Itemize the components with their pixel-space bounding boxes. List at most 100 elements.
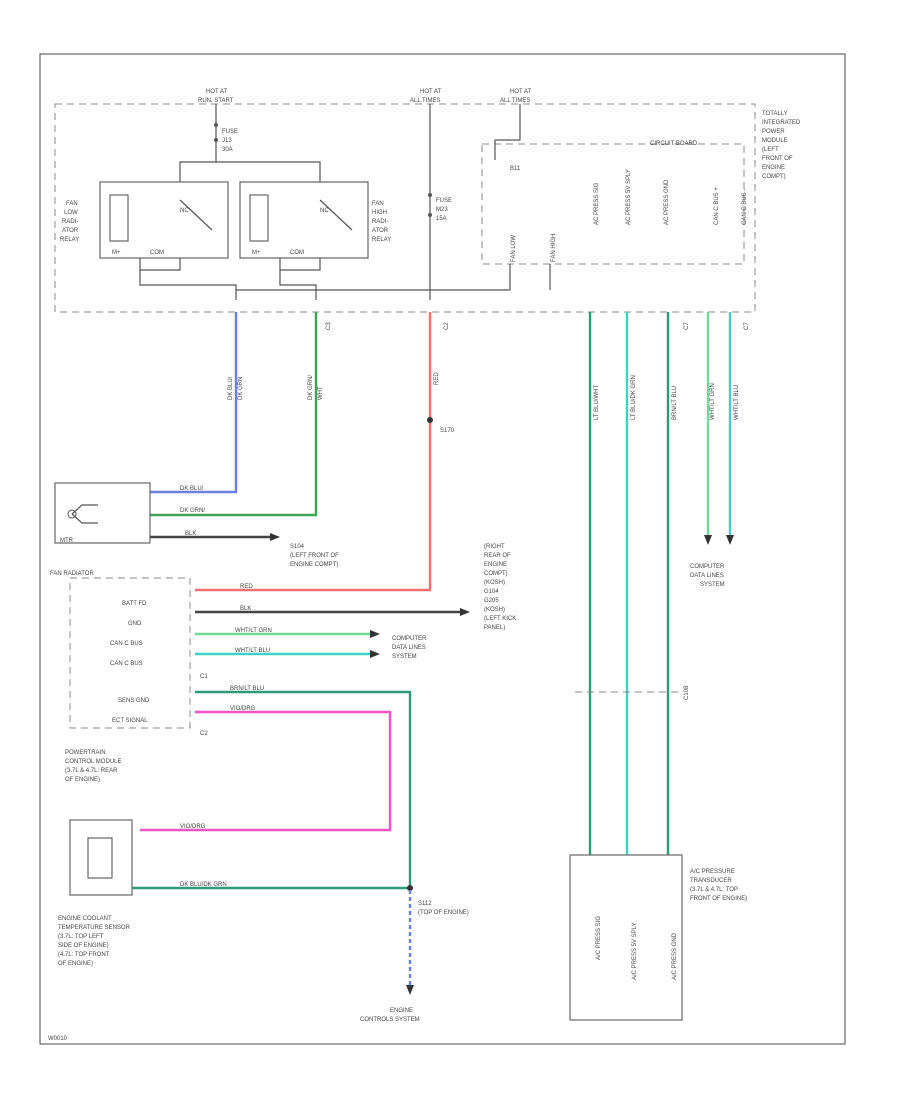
svg-text:ATOR: ATOR	[372, 228, 389, 234]
wire-ect-signal	[140, 710, 392, 832]
svg-text:(RIGHT: (RIGHT	[484, 544, 505, 550]
relay-low-label: FAN LOW RADI- ATOR RELAY	[60, 201, 79, 243]
arrow-ground-icon	[270, 533, 280, 541]
svg-text:FAN: FAN	[66, 201, 78, 207]
relay-high-coil	[249, 194, 269, 242]
arrow-gnd-icon	[460, 608, 470, 616]
svg-text:FAN HIGH: FAN HIGH	[551, 234, 557, 262]
pcm-pin-can2: CAN C BUS	[110, 661, 143, 667]
svg-text:TRANSDUCER: TRANSDUCER	[690, 878, 732, 884]
svg-text:HIGH: HIGH	[372, 210, 387, 216]
tipm-box	[54, 103, 756, 313]
svg-text:LT BLU/DK GRN: LT BLU/DK GRN	[631, 375, 637, 420]
svg-text:OF ENGINE): OF ENGINE)	[65, 777, 100, 783]
svg-text:RUN, START: RUN, START	[198, 98, 234, 104]
svg-text:ATOR: ATOR	[62, 228, 79, 234]
svg-text:DATA LINES: DATA LINES	[392, 645, 426, 651]
svg-text:RADI-: RADI-	[62, 219, 78, 225]
svg-text:DK BLU/: DK BLU/	[180, 486, 204, 492]
svg-text:RADI-: RADI-	[372, 219, 388, 225]
svg-text:CONTROL MODULE: CONTROL MODULE	[65, 759, 121, 765]
fuse-j13: FUSE J13 30A	[222, 129, 238, 153]
pcm-pin-gnd: GND	[128, 621, 142, 627]
svg-text:BRN/LT BLU: BRN/LT BLU	[672, 386, 678, 420]
svg-text:SIDE OF ENGINE): SIDE OF ENGINE)	[58, 943, 109, 949]
connector-c2: C2	[444, 322, 450, 330]
ac-transducer-label: A/C PRESSURE TRANSDUCER (3.7L & 4.7L: TO…	[690, 869, 747, 902]
svg-text:AC PRESS SIG: AC PRESS SIG	[594, 182, 600, 225]
svg-text:ENGINE COMPT): ENGINE COMPT)	[290, 562, 338, 568]
svg-text:(LEFT: (LEFT	[762, 147, 779, 153]
svg-text:CONTROLS SYSTEM: CONTROLS SYSTEM	[360, 1017, 420, 1023]
connector-c108: C108	[684, 685, 690, 700]
svg-text:RED: RED	[240, 584, 253, 590]
ect-sensor-label: ENGINE COOLANT TEMPERATURE SENSOR (3.7L:…	[58, 916, 131, 967]
relay-high-switch	[319, 199, 353, 231]
svg-text:ENGINE: ENGINE	[390, 1008, 413, 1014]
svg-text:AC PRESS 5V SPLY: AC PRESS 5V SPLY	[626, 169, 632, 225]
svg-text:OF ENGINE): OF ENGINE)	[58, 961, 93, 967]
svg-text:(3.7L: TOP LEFT: (3.7L: TOP LEFT	[58, 934, 104, 940]
svg-text:S170: S170	[440, 428, 455, 434]
svg-text:VIO/DRG: VIO/DRG	[230, 706, 256, 712]
circuit-board-label: CIRCUIT BOARD	[650, 141, 698, 147]
fan-motor-label: MTR	[60, 538, 74, 544]
ac-col-gnd: A/C PRESS GND	[672, 932, 678, 980]
relay-high-label: FAN HIGH RADI- ATOR RELAY	[372, 201, 391, 243]
svg-text:30A: 30A	[222, 147, 233, 153]
svg-text:C1: C1	[200, 674, 208, 680]
wire-red	[195, 312, 432, 592]
svg-text:BATT FD: BATT FD	[122, 601, 147, 607]
feed-all-times-2	[494, 104, 521, 160]
svg-text:FRONT OF ENGINE): FRONT OF ENGINE)	[690, 896, 747, 902]
arrow-can-plus-icon	[704, 535, 712, 545]
svg-text:(3.7L & 4.7L: REAR: (3.7L & 4.7L: REAR	[65, 768, 118, 774]
tipm-col-ac-gnd: AC PRESS GND	[664, 179, 670, 225]
svg-text:FRONT OF: FRONT OF	[762, 156, 793, 162]
ac-transducer-box	[569, 854, 683, 1021]
arrow-can1-icon	[370, 630, 380, 638]
diagram-frame	[39, 53, 846, 1045]
tipm-col-can-plus: CAN C BUS +	[714, 187, 720, 225]
hot-label-all-times-1: HOT AT ALL TIMES	[410, 89, 441, 104]
svg-text:HOT AT: HOT AT	[510, 89, 531, 95]
connector-c3: C3	[326, 322, 332, 330]
relay-low-nc: NC	[180, 208, 189, 214]
computer-data-lines-1: COMPUTER DATA LINES SYSTEM	[392, 636, 427, 660]
svg-text:HOT AT: HOT AT	[206, 89, 227, 95]
splice-s112	[407, 885, 413, 891]
tipm-col-ac-5v: AC PRESS 5V SPLY	[626, 169, 632, 225]
fan-motor-icon	[67, 509, 77, 519]
svg-text:(LEFT FRONT OF: (LEFT FRONT OF	[290, 553, 339, 559]
svg-text:ENGINE COOLANT: ENGINE COOLANT	[58, 916, 112, 922]
fuse-m23: FUSE M23 15A	[436, 198, 452, 222]
svg-text:G205: G205	[484, 598, 499, 604]
relay-low-switch	[179, 199, 213, 231]
svg-text:ALL TIMES: ALL TIMES	[410, 98, 440, 104]
svg-text:HOT AT: HOT AT	[420, 89, 441, 95]
pcm-pin-sens-gnd: SENS GND	[118, 698, 150, 704]
engine-controls-label: ENGINE CONTROLS SYSTEM	[360, 1008, 420, 1023]
connector-c7b: C7	[744, 322, 750, 330]
svg-text:M23: M23	[436, 207, 448, 213]
svg-text:ALL TIMES: ALL TIMES	[500, 98, 530, 104]
pcm-pin-ect-signal: ECT SIGNAL	[112, 718, 148, 724]
svg-text:J13: J13	[222, 138, 232, 144]
svg-text:S104: S104	[290, 544, 305, 550]
svg-text:ENGINE: ENGINE	[762, 165, 785, 171]
svg-text:POWER: POWER	[762, 129, 785, 135]
connector-c7a: C7	[684, 322, 690, 330]
s112-label: S112 (TOP OF ENGINE)	[418, 901, 469, 916]
svg-text:(KOSH): (KOSH)	[484, 607, 505, 613]
svg-text:M+: M+	[112, 250, 121, 256]
svg-text:DK GRN/: DK GRN/	[180, 508, 205, 514]
wire-dk-grn	[150, 312, 318, 517]
tipm-label: TOTALLY INTEGRATED POWER MODULE (LEFT FR…	[762, 111, 801, 180]
svg-text:COMPUTER: COMPUTER	[392, 636, 427, 642]
relay-high-box	[239, 181, 369, 259]
svg-text:WHT: WHT	[318, 386, 324, 400]
feed-run-start	[179, 104, 217, 182]
svg-text:SYSTEM: SYSTEM	[700, 582, 725, 588]
svg-text:WHT/LT BLU: WHT/LT BLU	[235, 648, 270, 654]
